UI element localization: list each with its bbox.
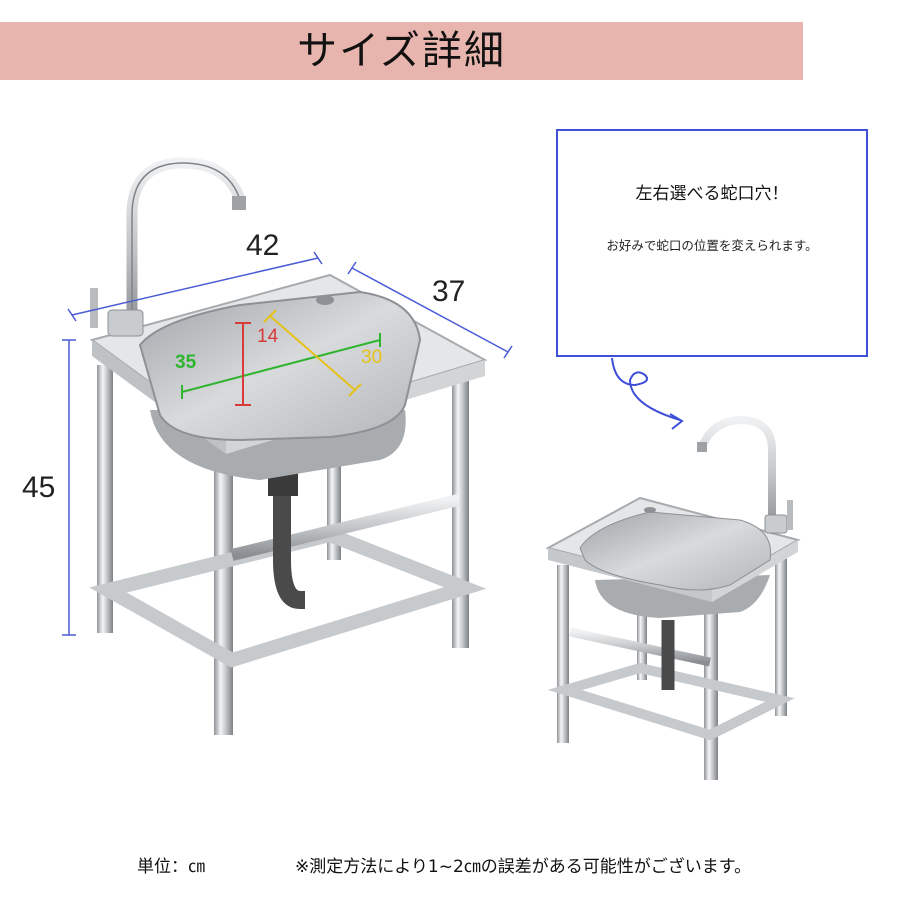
- inner-length-line: [181, 339, 381, 393]
- faucet-hole: [316, 295, 334, 305]
- leg-front-left: [214, 435, 233, 735]
- leg-back-left: [97, 365, 113, 633]
- crossbar: [230, 494, 460, 561]
- faucet-head: [232, 196, 246, 210]
- arrow-head: [669, 413, 684, 430]
- leg-front-right: [452, 380, 469, 648]
- page-title: サイズ詳細: [297, 28, 506, 74]
- faucet-hole-callout: 左右選べる蛇口穴！ お好みで蛇口の位置を変えられます。: [556, 129, 868, 357]
- title-banner: サイズ詳細: [0, 22, 803, 80]
- width-dimension-label: 42: [246, 229, 280, 262]
- drain-pipe: [273, 480, 305, 609]
- height-dimension-label: 45: [22, 471, 56, 504]
- inner-length-label: 35: [175, 352, 197, 373]
- callout-title: 左右選べる蛇口穴！: [635, 184, 789, 204]
- small-sink: [545, 415, 801, 780]
- inner-width-label: 30: [361, 347, 383, 368]
- outer-dimension-lines: [62, 251, 513, 636]
- faucet-outline: [131, 162, 241, 330]
- callout-subtitle: お好みで蛇口の位置を変えられます。: [606, 238, 818, 253]
- inner-depth-label: 14: [257, 326, 279, 347]
- faucet-handle: [90, 288, 98, 328]
- faucet-base: [107, 309, 144, 337]
- measurement-note: ※測定方法により1~2㎝の誤差がある可能性がございます。: [295, 857, 752, 877]
- depth-dimension-line: [351, 267, 509, 353]
- inner-width-line: [269, 315, 356, 391]
- unit-label: 単位：㎝: [137, 857, 205, 877]
- depth-dimension-label: 37: [432, 275, 466, 308]
- curly-arrow: [611, 357, 681, 421]
- main-sink: [62, 157, 513, 735]
- width-dimension-line: [71, 257, 319, 316]
